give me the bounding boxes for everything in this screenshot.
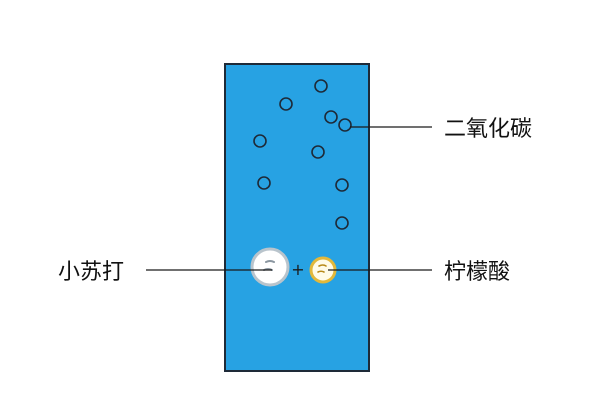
water-container	[224, 63, 370, 372]
citric-acid-tablet	[309, 256, 337, 284]
tablet-mark	[318, 264, 327, 267]
tablet-mark	[265, 260, 275, 263]
co2-bubble	[335, 178, 349, 192]
tablet-mark	[317, 270, 325, 273]
baking-soda-ball	[250, 247, 290, 287]
bubble-group	[253, 79, 352, 230]
co2-bubble	[338, 118, 352, 132]
co2-bubble	[279, 97, 293, 111]
baking-soda-label: 小苏打	[58, 260, 124, 285]
co2-bubble	[314, 79, 328, 93]
co2-bubble	[324, 110, 338, 124]
co2-bubble	[335, 216, 349, 230]
co2-bubble	[253, 134, 267, 148]
co2-bubble	[257, 176, 271, 190]
citric-acid-label: 柠檬酸	[444, 260, 510, 285]
co2-bubble	[311, 145, 325, 159]
baking-soda-tablet	[250, 247, 290, 287]
carbon-dioxide-label: 二氧化碳	[444, 117, 532, 142]
plus-sign: +	[291, 260, 304, 279]
